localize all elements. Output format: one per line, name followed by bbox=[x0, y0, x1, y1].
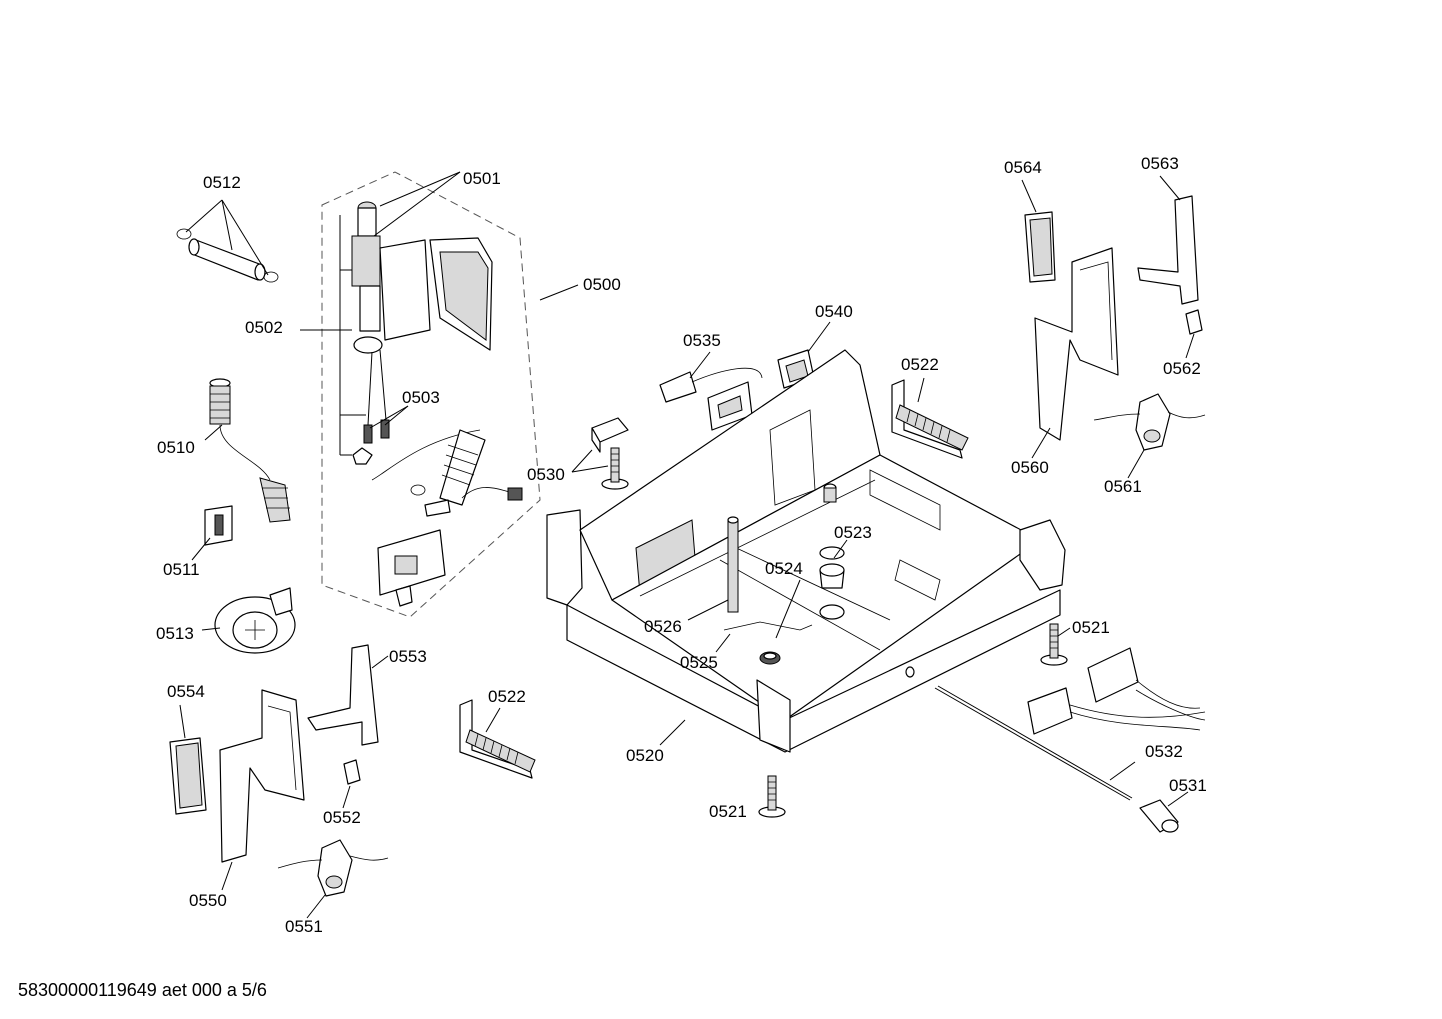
label-0521-bottom: 0521 bbox=[709, 802, 747, 821]
label-0520: 0520 bbox=[626, 746, 664, 765]
label-0510: 0510 bbox=[157, 438, 195, 457]
harness-0535 bbox=[659, 351, 763, 431]
plug-0531 bbox=[1139, 791, 1189, 833]
label-0540: 0540 bbox=[815, 302, 853, 321]
label-0561: 0561 bbox=[1104, 477, 1142, 496]
switch-0530 bbox=[571, 417, 629, 490]
label-0564: 0564 bbox=[1004, 158, 1042, 177]
spring-hinge-0522-left bbox=[459, 699, 536, 779]
bracket-0563 bbox=[1137, 175, 1199, 305]
label-0513: 0513 bbox=[156, 624, 194, 643]
document-id-footer: 58300000119649 aet 000 a 5/6 bbox=[18, 980, 267, 1000]
drain-hose-part bbox=[371, 429, 523, 607]
base-frame-0520 bbox=[546, 349, 1066, 753]
label-0531: 0531 bbox=[1169, 776, 1207, 795]
label-0512: 0512 bbox=[203, 173, 241, 192]
label-0525: 0525 bbox=[680, 653, 718, 672]
bracket-0553 bbox=[307, 644, 389, 746]
label-0526: 0526 bbox=[644, 617, 682, 636]
cover-0554 bbox=[169, 704, 207, 815]
label-0562: 0562 bbox=[1163, 359, 1201, 378]
clip-0511 bbox=[191, 505, 233, 561]
label-0500: 0500 bbox=[583, 275, 621, 294]
label-0535: 0535 bbox=[683, 331, 721, 350]
label-0524: 0524 bbox=[765, 559, 803, 578]
assembly-0500-outline bbox=[321, 171, 579, 618]
clip-0562 bbox=[1185, 309, 1203, 359]
part-labels: 0512 0501 0500 0502 0503 0510 0511 0513 … bbox=[156, 154, 1207, 936]
label-0503: 0503 bbox=[402, 388, 440, 407]
pump-0513 bbox=[201, 587, 296, 654]
label-0550: 0550 bbox=[189, 891, 227, 910]
label-0501: 0501 bbox=[463, 169, 501, 188]
corrugated-pipe-0510 bbox=[204, 378, 291, 523]
cover-0564 bbox=[1021, 179, 1056, 283]
label-0530: 0530 bbox=[527, 465, 565, 484]
label-0521-right: 0521 bbox=[1072, 618, 1110, 637]
sensor-0561 bbox=[1093, 393, 1206, 479]
connector-harness bbox=[1027, 647, 1206, 735]
label-0551: 0551 bbox=[285, 917, 323, 936]
label-0554: 0554 bbox=[167, 682, 205, 701]
valve-assembly-0501 bbox=[300, 171, 493, 465]
bracket-0560 bbox=[1031, 247, 1119, 459]
sensor-0551 bbox=[277, 839, 389, 919]
label-0560: 0560 bbox=[1011, 458, 1049, 477]
label-0563: 0563 bbox=[1141, 154, 1179, 173]
screw-0521-right bbox=[1040, 623, 1071, 666]
label-0522-left: 0522 bbox=[488, 687, 526, 706]
label-0511: 0511 bbox=[163, 560, 200, 579]
screw-0521-bottom bbox=[758, 775, 786, 818]
rod-0532 bbox=[934, 685, 1136, 801]
label-0523: 0523 bbox=[834, 523, 872, 542]
label-0553: 0553 bbox=[389, 647, 427, 666]
bracket-0550 bbox=[219, 689, 305, 891]
label-0532: 0532 bbox=[1145, 742, 1183, 761]
hose-0512 bbox=[176, 199, 279, 283]
label-0502: 0502 bbox=[245, 318, 283, 337]
label-0552: 0552 bbox=[323, 808, 361, 827]
clip-0552 bbox=[342, 759, 361, 809]
spring-hinge-0522-right bbox=[891, 377, 969, 459]
label-0522-right: 0522 bbox=[901, 355, 939, 374]
